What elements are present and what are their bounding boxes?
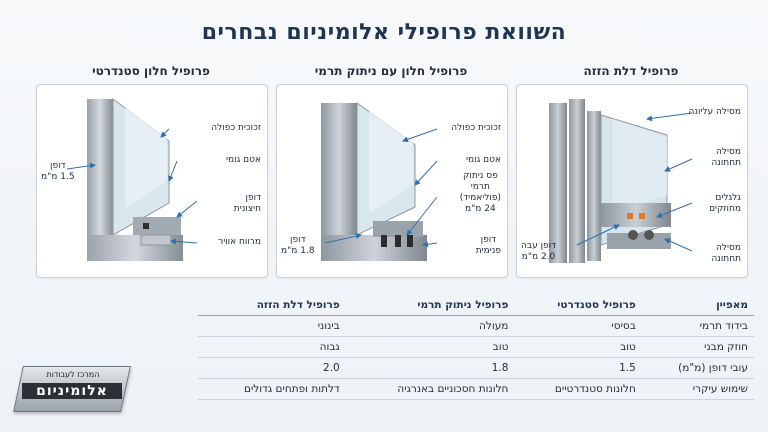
- table-cell: גבוה: [198, 336, 346, 358]
- label-rubber-seal: אטם גומי: [466, 155, 501, 165]
- table-header-row: מאפיין פרופיל סטנדרטי פרופיל ניתוק תרמי …: [198, 295, 754, 316]
- label-outer-wall: דופן חיצונית: [233, 193, 261, 214]
- label-wall-thickness: דופן 1.5 מ"מ: [41, 161, 75, 182]
- page-title: השוואת פרופילי אלומיניום נבחרים: [201, 20, 567, 45]
- label-wall-thickness: דופן 1.8 מ"מ: [281, 235, 315, 256]
- table-cell: 2.0: [198, 357, 346, 379]
- thermal-window-profile-illustration: [321, 102, 438, 261]
- header-standard: פרופיל סטנדרטי: [514, 295, 642, 316]
- table-cell: עובי דופן (מ"מ): [641, 357, 754, 379]
- table-row: חוזק מבני טוב טוב גבוה: [198, 336, 754, 358]
- table-cell: טוב: [514, 336, 642, 358]
- table-cell: בידוד תרמי: [641, 315, 754, 337]
- heading-thermal-window: פרופיל חלון עם ניתוק תרמי: [314, 64, 468, 78]
- logo-top-text: המרכז לעבודות: [46, 370, 100, 379]
- heading-sliding-door: פרופיל דלת הזזה: [583, 64, 679, 78]
- label-thermal-strip: פס ניתוק תרמי (פוליאמיד) 24 מ"מ: [459, 171, 501, 214]
- table-row: שימוש עיקרי חלונות סטנדרטיים חלונות חסכו…: [198, 378, 754, 400]
- label-rollers: גלגלים מחוזקים: [709, 193, 741, 214]
- header-sliding: פרופיל דלת הזזה: [198, 295, 346, 316]
- panel-sliding-door: מסילה עליונה מסילה תחתונה גלגלים מחוזקים…: [516, 84, 748, 278]
- label-bottom-rail-1: מסילה תחתונה: [711, 147, 741, 168]
- table-cell: חוזק מבני: [641, 336, 754, 358]
- logo-main-text: אלומיניום: [22, 383, 122, 399]
- label-top-rail: מסילה עליונה: [688, 107, 741, 117]
- table-cell: חלונות סטנדרטיים: [514, 378, 642, 400]
- table-row: בידוד תרמי בסיסי מעולה בינוני: [198, 315, 754, 337]
- heading-standard-window: פרופיל חלון סטנדרטי: [92, 64, 210, 78]
- label-double-glazing: זכוכית כפולה: [451, 123, 501, 133]
- panel-standard-window: זכוכית כפולה אטם גומי דופן חיצונית מרווח…: [36, 84, 268, 278]
- label-wall-thickness: דופן עבה 2.0 מ"מ: [521, 241, 557, 262]
- table-cell: טוב: [345, 336, 515, 358]
- sliding-door-profile-illustration: [549, 99, 693, 263]
- comparison-table: מאפיין פרופיל סטנדרטי פרופיל ניתוק תרמי …: [198, 295, 754, 400]
- label-bottom-rail-2: מסילה תחתונה: [711, 243, 741, 264]
- header-thermal: פרופיל ניתוק תרמי: [345, 295, 515, 316]
- table-cell: 1.5: [514, 357, 642, 379]
- table-cell: מעולה: [345, 315, 515, 337]
- label-double-glazing: זכוכית כפולה: [211, 123, 261, 133]
- panel-thermal-window: זכוכית כפולה אטם גומי פס ניתוק תרמי (פול…: [276, 84, 508, 278]
- table-cell: חלונות חסכוניים באנרגיה: [345, 378, 515, 400]
- label-rubber-seal: אטם גומי: [226, 155, 261, 165]
- label-inner-wall: דופן פנימית: [475, 235, 501, 256]
- table-cell: בינוני: [198, 315, 346, 337]
- standard-window-profile-illustration: [66, 98, 198, 261]
- table-cell: 1.8: [345, 357, 515, 379]
- table-cell: דלתות ופתחים גדולים: [198, 378, 346, 400]
- header-feature: מאפיין: [641, 295, 754, 316]
- table-row: עובי דופן (מ"מ) 1.5 1.8 2.0: [198, 357, 754, 379]
- label-air-gap: מרווח אוויר: [218, 237, 261, 247]
- table-cell: בסיסי: [514, 315, 642, 337]
- table-cell: שימוש עיקרי: [641, 378, 754, 400]
